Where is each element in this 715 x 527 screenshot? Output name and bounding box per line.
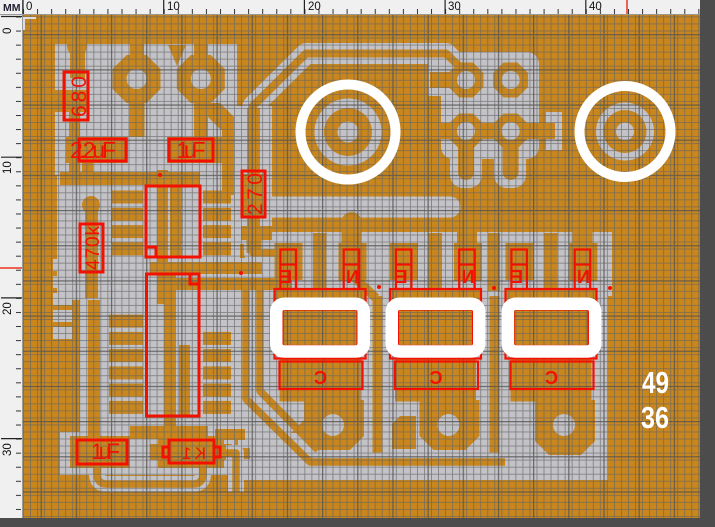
svg-text:20: 20 (308, 1, 321, 13)
svg-text:470k: 470k (83, 226, 104, 271)
svg-text:270: 270 (244, 173, 267, 215)
svg-text:49: 49 (642, 365, 669, 400)
svg-text:0: 0 (2, 28, 14, 34)
svg-text:10: 10 (167, 1, 180, 13)
svg-text:2.2uF: 2.2uF (70, 137, 116, 163)
svg-text:36: 36 (641, 400, 669, 435)
svg-text:И: И (346, 267, 359, 287)
svg-text:И: И (462, 267, 475, 287)
svg-text:E: E (280, 267, 292, 287)
svg-text:10: 10 (2, 161, 14, 174)
svg-text:C: C (430, 368, 443, 388)
svg-text:MM: MM (3, 2, 21, 14)
svg-text:E: E (395, 267, 407, 287)
svg-text:C: C (545, 368, 558, 388)
svg-text:30: 30 (448, 1, 461, 13)
svg-text:680: 680 (68, 76, 91, 117)
svg-text:1uF: 1uF (91, 439, 120, 464)
svg-text:И: И (577, 267, 590, 287)
svg-text:C: C (314, 368, 327, 388)
svg-text:20: 20 (2, 302, 14, 315)
svg-text:40: 40 (589, 1, 602, 13)
svg-text:30: 30 (2, 443, 14, 456)
svg-text:E: E (511, 267, 523, 287)
svg-text:0: 0 (26, 1, 32, 13)
svg-text:1uF: 1uF (177, 137, 206, 163)
